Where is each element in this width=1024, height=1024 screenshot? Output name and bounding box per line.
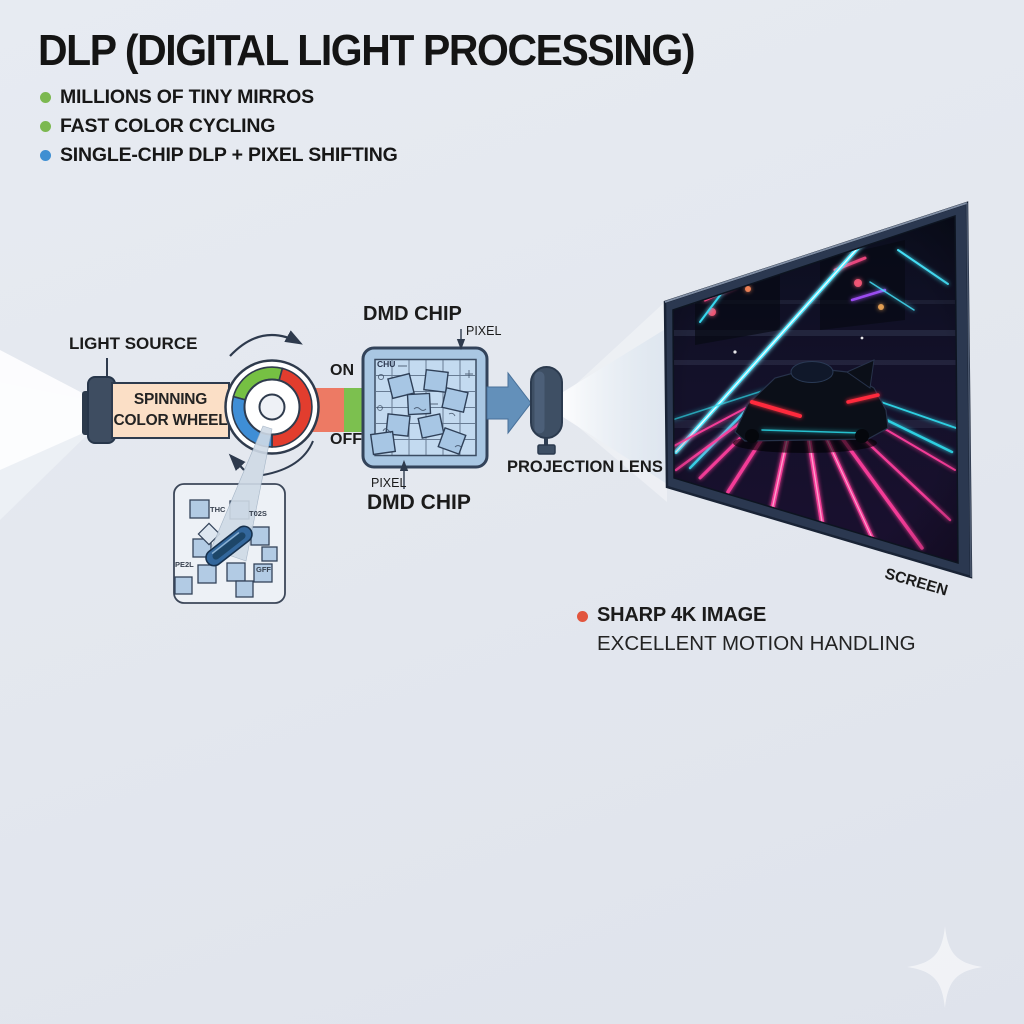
bullet-dot-green-icon [40, 91, 51, 103]
sparkle-icon [907, 926, 983, 1008]
chip-corner-text: CHU [377, 359, 396, 369]
bullet-label: FAST COLOR CYCLING [60, 114, 276, 137]
result-line2: EXCELLENT MOTION HANDLING [597, 632, 916, 655]
inset-label-br: GFF [256, 565, 271, 574]
mirror-inset [173, 425, 286, 604]
chip-scribbles [377, 365, 473, 448]
color-wheel [224, 330, 320, 476]
pixel-bottom-label: PIXEL [371, 476, 407, 490]
projection-beam [563, 300, 667, 502]
bullet-color-cycling: FAST COLOR CYCLING [40, 114, 275, 138]
wheel-to-mirror-beam [210, 425, 273, 562]
wheel-label-line1: SPINNING [133, 391, 208, 409]
result-bullet-dot-icon [577, 611, 588, 622]
mirror-pointer-arrow-icon [228, 453, 246, 471]
screen [663, 201, 973, 579]
light-beam-left [0, 350, 90, 520]
tilted-diamond-mirror [197, 522, 221, 546]
bullet-dot-blue-icon [40, 149, 51, 161]
bullet-label: SINGLE-CHIP DLP + PIXEL SHIFTING [60, 143, 398, 166]
chip-mirrors [369, 368, 469, 456]
bullet-pixel-shifting: SINGLE-CHIP DLP + PIXEL SHIFTING [40, 143, 398, 167]
chip-to-lens-arrow-icon [486, 371, 532, 435]
color-wheel-label: SPINNING COLOR WHEEL [112, 383, 229, 438]
rotation-arrow-icon [229, 330, 303, 357]
result-line1: SHARP 4K IMAGE [597, 604, 767, 626]
bullet-label: MILLIONS OF TINY MIRROS [60, 85, 314, 108]
dmd-chip [361, 329, 489, 489]
dmd-chip-top-label: DMD CHIP [363, 303, 462, 325]
dmd-chip-bottom-label: DMD CHIP [367, 491, 471, 514]
wheel-label-line2: COLOR WHEEL [113, 411, 228, 429]
inset-label-tl: THC [210, 505, 226, 514]
pixel-top-label: PIXEL [466, 324, 502, 338]
inset-label-bl: PE2L [175, 560, 194, 569]
on-label: ON [330, 362, 354, 379]
bullet-dot-green-icon [40, 120, 51, 132]
inset-label-tr: T02S [249, 509, 267, 518]
bullet-mirrors: MILLIONS OF TINY MIRROS [40, 85, 314, 109]
projection-lens [530, 366, 563, 455]
light-source [82, 358, 116, 444]
projection-lens-label: PROJECTION LENS [507, 458, 663, 476]
light-source-label: LIGHT SOURCE [69, 334, 198, 353]
tilted-micromirror [205, 525, 253, 567]
page-title: DLP (DIGITAL LIGHT PROCESSING) [38, 26, 695, 75]
color-wheel-block [111, 382, 230, 439]
off-label: OFF [330, 431, 362, 448]
